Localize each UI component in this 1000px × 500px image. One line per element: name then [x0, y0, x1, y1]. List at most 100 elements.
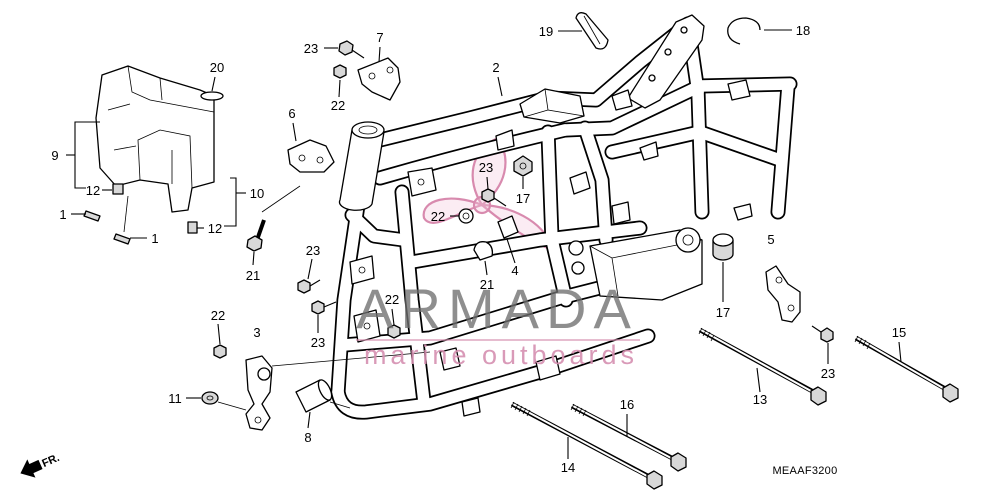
callout-16: 16 [620, 397, 634, 412]
assembly-line [123, 195, 129, 233]
rear-bracket [611, 201, 631, 225]
callout-18: 18 [796, 23, 810, 38]
cover-screw [83, 210, 101, 222]
callout-4: 4 [511, 263, 518, 278]
side-cover-assembly [83, 65, 224, 245]
hex-bolt-head [810, 386, 827, 406]
front-arrow-hatch [32, 462, 38, 465]
assembly-line [261, 185, 301, 213]
callout-3: 3 [253, 325, 260, 340]
callout-1: 1 [151, 231, 158, 246]
bolt-thread [510, 401, 531, 417]
callout-23: 23 [479, 160, 493, 175]
mount-hole [316, 156, 324, 164]
side-cover [95, 65, 215, 213]
callout-13: 13 [753, 392, 767, 407]
bolt-thread [854, 335, 871, 350]
engine-hanger-plate [349, 255, 375, 285]
leader-line [211, 76, 216, 92]
callout-21: 21 [246, 268, 260, 283]
head-pipe-bore [358, 125, 378, 135]
lower-mount-tab [439, 347, 461, 371]
hex-nut [513, 155, 533, 177]
callout-1: 1 [59, 207, 66, 222]
callout-10: 10 [250, 186, 264, 201]
flange-bolt [820, 327, 834, 343]
bolt-shaft [255, 219, 266, 241]
assembly-line [217, 401, 247, 411]
leader-line [307, 411, 311, 429]
drawing-code: MEAAF3200 [772, 465, 837, 477]
mount-hole [664, 48, 672, 56]
grommet-bore [206, 395, 214, 401]
cover-clip [187, 221, 198, 234]
leader-line [391, 308, 395, 326]
rear-bracket [727, 79, 751, 101]
leader-line [506, 238, 516, 264]
lower-mount-tab [535, 355, 561, 381]
callout-22: 22 [385, 292, 399, 307]
assembly-line [329, 401, 351, 409]
head-pipe [338, 129, 385, 211]
rear-bracket [611, 89, 633, 111]
leader-line [217, 323, 221, 345]
leader-line [338, 79, 341, 98]
front-label: FR. [40, 452, 61, 470]
frame-body [338, 14, 790, 417]
pivot-boss [571, 261, 585, 275]
engine-hanger-plate [353, 309, 381, 343]
hex-bolt-head [670, 452, 687, 472]
rear-bracket [733, 203, 753, 221]
leader-line [292, 122, 297, 142]
bolt-thread [698, 327, 715, 342]
bracket-collar [257, 367, 271, 381]
bolt-shaft [323, 301, 337, 308]
pivot-boss [568, 240, 584, 256]
cover-screw [113, 233, 131, 245]
bolt-shaft [309, 279, 321, 287]
rear-fender-rail-plate [627, 14, 705, 109]
collar-end [317, 379, 333, 401]
callout-17: 17 [716, 305, 730, 320]
frame-stay [497, 215, 519, 239]
mount-hole [358, 266, 366, 274]
long-bolts [510, 327, 959, 490]
lower-mount-tab [461, 397, 481, 417]
callout-21: 21 [480, 277, 494, 292]
mount-hole [680, 26, 688, 34]
callout-12: 12 [208, 221, 222, 236]
bolt-thread [570, 403, 587, 417]
bolt-shaft [811, 325, 822, 333]
callout-22: 22 [431, 209, 445, 224]
flange-bolt [246, 235, 263, 252]
flange-bolt [481, 188, 495, 203]
callout-23: 23 [304, 41, 318, 56]
callout-11: 11 [168, 391, 182, 406]
engine-hanger-plate [407, 167, 437, 197]
callout-8: 8 [304, 430, 311, 445]
pivot-housing-edge [589, 239, 703, 297]
flange-nut [213, 344, 227, 359]
nut-bore [519, 162, 527, 170]
callout-17: 17 [516, 191, 530, 206]
pivot-hole [682, 234, 694, 246]
head-pipe-top [351, 121, 385, 139]
harness-clip [473, 241, 494, 261]
callout-14: 14 [561, 460, 575, 475]
flange-bolt [311, 300, 325, 315]
small-parts [201, 12, 834, 431]
mount-hole [368, 72, 376, 80]
rubber-grommet [201, 391, 219, 405]
bracket-line [74, 121, 100, 189]
frame-clip-hook [583, 15, 601, 45]
bolt-shaft-core [700, 329, 812, 392]
bolt-shaft-core [856, 337, 944, 389]
bolt-shaft [351, 49, 365, 59]
junction-edge [523, 88, 585, 118]
bracket-plate [287, 139, 335, 173]
callout-15: 15 [892, 325, 906, 340]
pivot-boss [675, 227, 701, 253]
flange-bolt [338, 40, 354, 56]
rear-bracket [639, 141, 659, 161]
mount-hole [386, 66, 394, 74]
